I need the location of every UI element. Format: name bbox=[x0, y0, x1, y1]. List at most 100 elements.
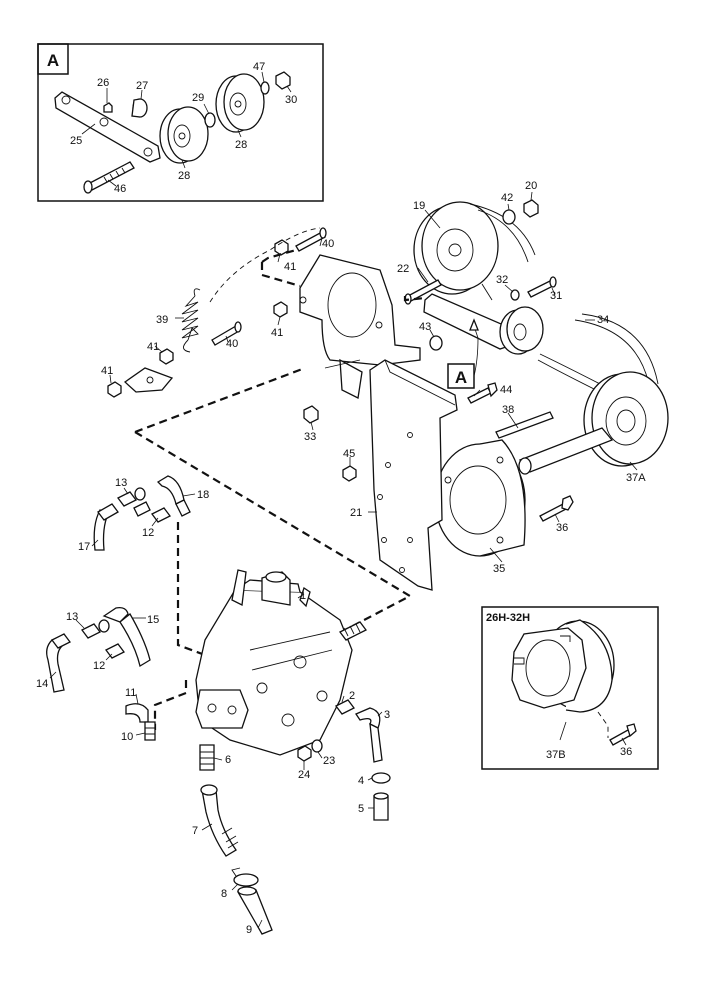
label-40b: 40 bbox=[226, 338, 238, 350]
main-bracket-hole-4 bbox=[381, 537, 387, 543]
label-43: 43 bbox=[419, 321, 431, 333]
label-12b: 12 bbox=[93, 660, 105, 672]
label-21: 21 bbox=[350, 507, 362, 519]
label-25: 25 bbox=[70, 135, 82, 147]
label-20: 20 bbox=[525, 180, 537, 192]
hose-5-end bbox=[373, 792, 389, 800]
washer-32 bbox=[510, 289, 520, 301]
leader-25 bbox=[81, 123, 96, 135]
hose-clamp-8-tab bbox=[231, 867, 241, 877]
label-40a: 40 bbox=[322, 238, 334, 250]
leader-10 bbox=[135, 732, 146, 736]
idler-pulley-28b-bore bbox=[234, 100, 242, 108]
adapter-10-thread bbox=[145, 727, 155, 735]
leader-36b bbox=[621, 737, 627, 746]
main-bracket-hole-5 bbox=[407, 537, 413, 543]
label-42: 42 bbox=[501, 192, 513, 204]
label-39: 39 bbox=[156, 314, 168, 326]
leader-44 bbox=[473, 389, 481, 397]
bolt-31-head bbox=[549, 276, 557, 288]
dash-41a bbox=[261, 248, 297, 263]
hose-18 bbox=[156, 475, 185, 505]
pump-outlet bbox=[299, 586, 311, 608]
pump-port-1 bbox=[256, 682, 268, 694]
inset-a: A bbox=[37, 43, 324, 202]
shaft-key-38 bbox=[495, 411, 554, 439]
label-22: 22 bbox=[397, 263, 409, 275]
leader-12b bbox=[105, 653, 113, 661]
leader-20 bbox=[530, 191, 533, 201]
leader-37a bbox=[629, 461, 638, 471]
flange-hole-2 bbox=[496, 456, 504, 464]
dash-bolt-22 bbox=[403, 296, 426, 302]
upper-fittings: 13 18 12 17 bbox=[78, 475, 209, 553]
callout-a: A bbox=[447, 318, 479, 389]
label-33: 33 bbox=[304, 431, 316, 443]
hose-7-barb bbox=[221, 827, 239, 849]
label-9: 9 bbox=[246, 924, 252, 936]
leader-42 bbox=[507, 203, 510, 211]
hose-3 bbox=[355, 707, 381, 729]
pump-lever bbox=[231, 569, 247, 606]
hose-clamp-4 bbox=[371, 772, 391, 784]
belt-drive-assembly: 19 42 20 22 32 31 43 34 37A 38 35 36 bbox=[397, 180, 669, 575]
elbow-fitting bbox=[133, 501, 151, 517]
hose-7 bbox=[201, 789, 237, 857]
inset-variant: 26H-32H 37B 36 bbox=[481, 606, 659, 770]
leader-41b bbox=[277, 316, 281, 326]
label-23: 23 bbox=[323, 755, 335, 767]
main-bracket-21-edge bbox=[384, 359, 456, 406]
inset-a-tag: A bbox=[47, 51, 59, 70]
label-27: 27 bbox=[136, 80, 148, 92]
hose-18-end bbox=[175, 499, 191, 517]
pump-port-3 bbox=[281, 713, 295, 727]
nut-41a bbox=[274, 239, 289, 256]
fuel-lines: 6 7 8 9 2 3 4 5 23 24 bbox=[192, 690, 391, 936]
label-41a: 41 bbox=[284, 261, 296, 273]
label-5: 5 bbox=[358, 803, 364, 815]
main-bracket-hole-2 bbox=[385, 462, 391, 468]
hub-flange-35-side bbox=[479, 439, 526, 557]
leader-32 bbox=[504, 284, 514, 293]
grease-nipple-26 bbox=[103, 102, 113, 113]
callout-a-box bbox=[447, 363, 475, 389]
inset-a-frame bbox=[37, 43, 324, 202]
pulley-37b bbox=[511, 627, 587, 709]
tee-fitting-13 bbox=[117, 491, 137, 507]
leader-28b bbox=[237, 129, 242, 138]
belt-upper-c bbox=[481, 283, 493, 301]
leader-30 bbox=[286, 85, 292, 93]
label-37b: 37B bbox=[546, 749, 566, 761]
pump-body-lines bbox=[249, 631, 333, 671]
dash-fitting-12a bbox=[176, 522, 206, 657]
main-pulley-37a-bore bbox=[616, 409, 636, 433]
rear-plate-hole-2 bbox=[375, 321, 383, 329]
leader-3 bbox=[377, 711, 383, 717]
elbow-15 bbox=[102, 606, 129, 623]
hose-17-end bbox=[97, 503, 119, 521]
pulley-37b-notch-2 bbox=[560, 635, 571, 642]
pulley-arm-25 bbox=[54, 91, 161, 163]
label-1: 1 bbox=[300, 590, 306, 602]
leader-41d bbox=[109, 374, 112, 384]
bracket-assembly: 40 41 39 40 41 41 41 33 45 44 21 bbox=[101, 227, 512, 730]
leader-7 bbox=[201, 823, 213, 831]
bushing-27-body bbox=[131, 98, 141, 118]
idler-pulley-28a-hub bbox=[173, 124, 191, 148]
leader-6 bbox=[213, 757, 223, 761]
label-14: 14 bbox=[36, 678, 48, 690]
label-38: 38 bbox=[502, 404, 514, 416]
dash-bracket-to-pump bbox=[134, 431, 413, 631]
anchor-plate-hole bbox=[146, 376, 154, 384]
label-10: 10 bbox=[121, 731, 133, 743]
tensioner-pulley-hub bbox=[513, 323, 527, 341]
leader-13b bbox=[75, 619, 85, 629]
rear-mounting-plate bbox=[299, 254, 421, 366]
leader-46 bbox=[107, 179, 117, 187]
washer-47 bbox=[260, 81, 270, 95]
spring-hook-bottom bbox=[183, 339, 191, 353]
dash-fitting-10 bbox=[153, 680, 188, 730]
rear-plate-foot bbox=[339, 358, 363, 399]
drive-pulley-19-bore bbox=[448, 243, 462, 257]
label-15: 15 bbox=[147, 614, 159, 626]
